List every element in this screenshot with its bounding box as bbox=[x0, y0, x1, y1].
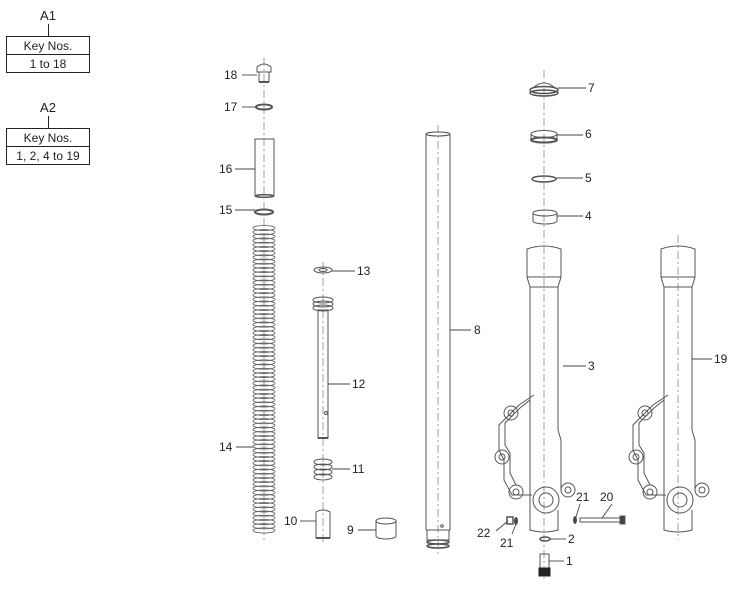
callout-4: 4 bbox=[585, 209, 592, 223]
callout-3: 3 bbox=[588, 359, 595, 373]
callout-10: 10 bbox=[284, 514, 298, 528]
stem-line bbox=[48, 24, 49, 36]
callout-9: 9 bbox=[347, 523, 354, 537]
callout-20: 20 bbox=[600, 490, 614, 504]
key-nos-header: Key Nos. bbox=[6, 128, 90, 147]
part-1-socket-bolt bbox=[538, 553, 551, 577]
part-18-cap-bolt bbox=[256, 63, 272, 83]
callout-2: 2 bbox=[568, 532, 575, 546]
assembly-label-a2: A2 bbox=[40, 100, 56, 115]
part-14-spring bbox=[252, 224, 276, 534]
key-nos-header: Key Nos. bbox=[6, 36, 90, 55]
callout-13: 13 bbox=[357, 264, 371, 278]
key-nos-range: 1, 2, 4 to 19 bbox=[6, 146, 90, 165]
callout-1: 1 bbox=[566, 554, 573, 568]
callout-19: 19 bbox=[714, 352, 728, 366]
part-13-clip bbox=[313, 266, 333, 274]
callout-7: 7 bbox=[588, 81, 595, 95]
part-2-washer bbox=[539, 536, 551, 542]
key-nos-table-a2: Key Nos. 1, 2, 4 to 19 bbox=[6, 128, 90, 165]
callout-15: 15 bbox=[219, 203, 233, 217]
stem-line bbox=[48, 116, 49, 128]
part-8-inner-tube bbox=[425, 131, 451, 549]
leader-lines bbox=[235, 74, 712, 562]
centerlines bbox=[263, 58, 679, 580]
part-9-bushing bbox=[375, 517, 397, 540]
callout-18: 18 bbox=[224, 68, 238, 82]
part-19-outer-tube bbox=[628, 245, 710, 533]
callout-21-left: 21 bbox=[500, 536, 514, 550]
callout-17: 17 bbox=[224, 100, 238, 114]
callout-21-right: 21 bbox=[576, 490, 590, 504]
part-5-washer bbox=[531, 175, 557, 183]
key-nos-range: 1 to 18 bbox=[6, 54, 90, 73]
callout-8: 8 bbox=[474, 323, 481, 337]
callout-11: 11 bbox=[352, 462, 365, 476]
part-21-washer-left bbox=[514, 517, 518, 525]
part-3-outer-tube bbox=[494, 245, 576, 533]
assembly-label-a1: A1 bbox=[40, 8, 56, 23]
part-11-rebound-spring bbox=[313, 458, 333, 481]
callout-5: 5 bbox=[585, 171, 592, 185]
key-table-a1: A1 Key Nos. 1 to 18 bbox=[6, 6, 90, 76]
callout-6: 6 bbox=[585, 127, 592, 141]
part-20-pinch-bolt bbox=[579, 515, 626, 525]
part-6-oil-seal bbox=[530, 130, 558, 144]
key-table-a2: A2 Key Nos. 1, 2, 4 to 19 bbox=[6, 98, 90, 168]
part-16-spacer bbox=[254, 138, 275, 198]
callout-22: 22 bbox=[477, 526, 491, 540]
part-21-washer-right bbox=[573, 516, 577, 524]
callout-14: 14 bbox=[219, 440, 233, 454]
callout-12: 12 bbox=[352, 377, 366, 391]
part-10-oil-lock-piece bbox=[315, 509, 331, 539]
part-22-nut bbox=[506, 516, 514, 525]
part-15-washer bbox=[254, 208, 274, 216]
part-7-dust-seal bbox=[529, 82, 559, 97]
key-nos-table-a1: Key Nos. 1 to 18 bbox=[6, 36, 90, 73]
part-12-damper-rod bbox=[312, 296, 334, 439]
part-4-bushing bbox=[532, 209, 558, 225]
callout-16: 16 bbox=[219, 162, 233, 176]
